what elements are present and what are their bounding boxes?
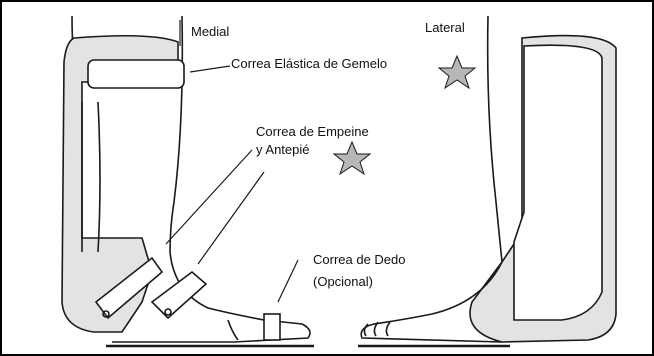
strap-rivet [102, 310, 110, 318]
medial-brace-shell [61, 34, 179, 333]
calf-strap [87, 59, 185, 89]
lateral-label: Lateral [425, 20, 465, 35]
instep-strap-label-line2: y Antepié [256, 142, 310, 157]
calf-strap-leader [189, 65, 231, 73]
medial-label: Medial [191, 24, 230, 39]
toe-strap-label-line2: (Opcional) [313, 274, 373, 289]
calf-strap-label: Correa Elástica de Gemelo [231, 56, 388, 71]
lateral-brace-inner [513, 44, 603, 321]
toe-strap [263, 313, 281, 341]
leader-lines [165, 20, 299, 303]
forefoot-strap [150, 270, 208, 320]
toe-strap-label-line1: Correa de Dedo [313, 252, 406, 267]
star-icon [437, 54, 477, 90]
toe-outline [227, 319, 239, 341]
instep-leader-2 [197, 171, 265, 265]
lateral-view [358, 15, 617, 348]
lateral-toes [363, 321, 391, 337]
lateral-foot-outline [360, 261, 503, 343]
star-icon [332, 140, 372, 176]
medial-view [61, 15, 314, 348]
instep-strap-label-line1: Correa de Empeine [256, 124, 369, 139]
medial-brace-inner [97, 101, 101, 253]
lateral-shin-outline [486, 15, 503, 263]
instep-leader-1 [165, 149, 253, 245]
toe-strap-leader [277, 259, 299, 303]
strap-rivet [164, 308, 172, 316]
